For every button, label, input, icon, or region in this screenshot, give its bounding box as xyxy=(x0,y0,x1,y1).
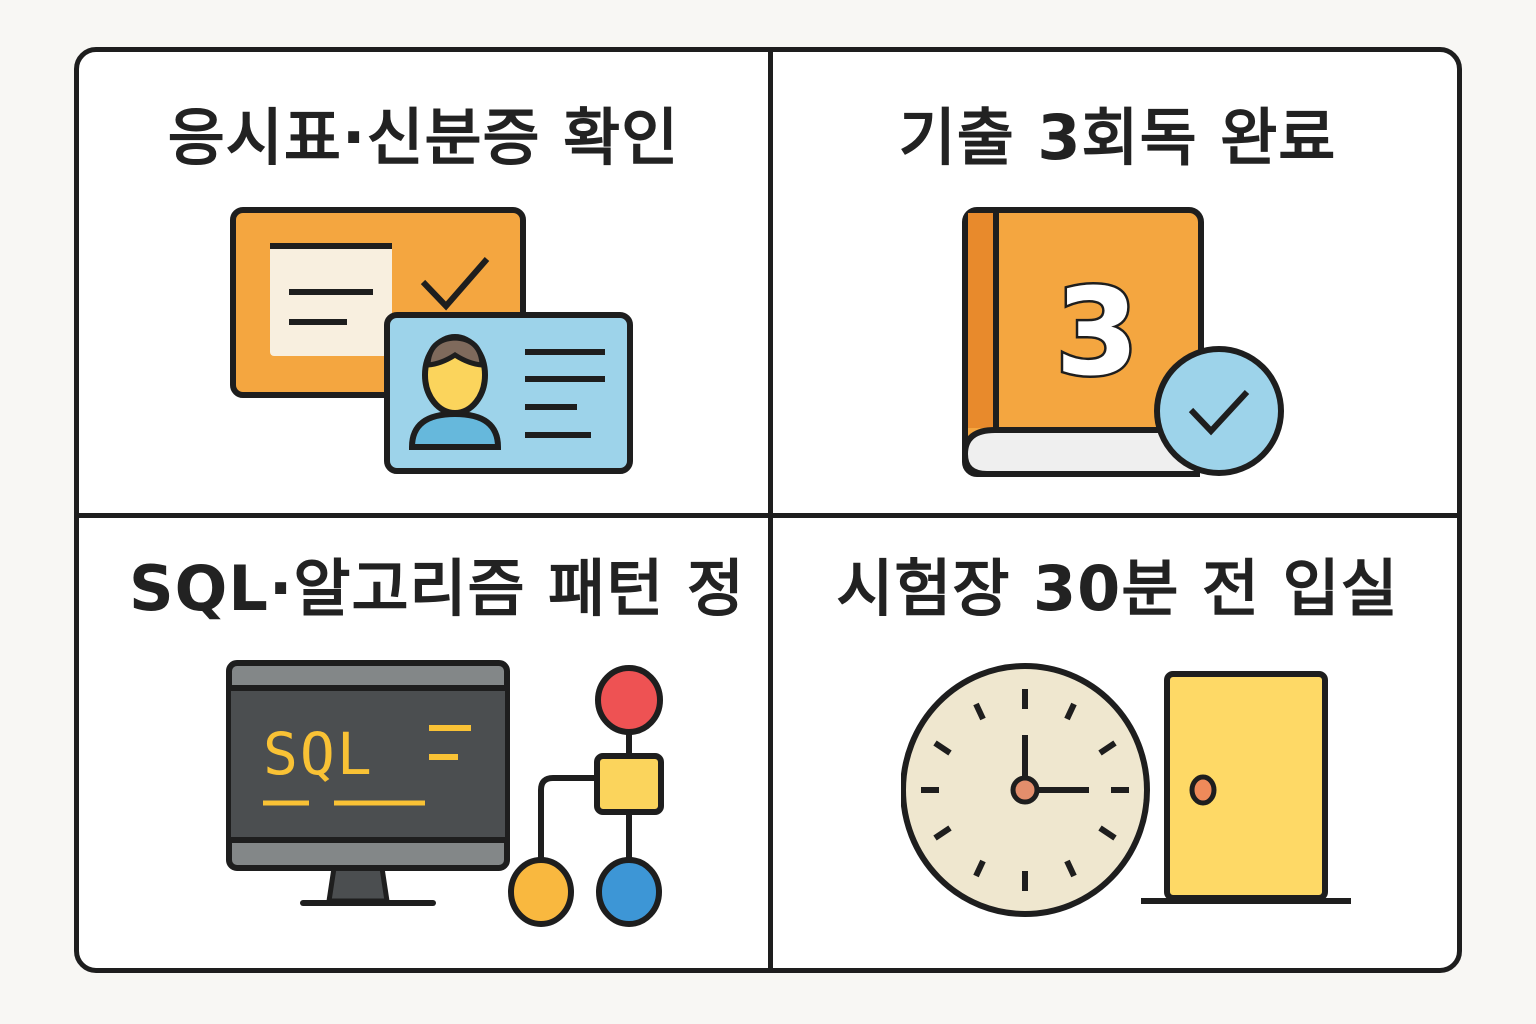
monitor-icon: SQL xyxy=(226,660,510,906)
panel-title: 시험장 30분 전 입실 xyxy=(836,552,1399,625)
person-avatar-icon xyxy=(408,334,502,450)
panel-past-exams: 기출 3회독 완료 3 xyxy=(773,52,1457,513)
panel-sql-algorithms: SQL·알고리즘 패턴 정 SQL xyxy=(79,518,768,968)
checklist-grid: 응시표·신분증 확인 xyxy=(74,47,1462,973)
horizontal-divider xyxy=(79,513,1457,518)
book-icon: 3 xyxy=(961,207,1204,477)
panel-title: 기출 3회독 완료 xyxy=(898,101,1337,174)
ticket-and-id-illustration xyxy=(230,207,633,474)
clock-door-illustration xyxy=(901,663,1351,917)
book-number: 3 xyxy=(1055,264,1139,403)
checkmark-icon xyxy=(420,257,490,311)
panel-title: SQL·알고리즘 패턴 정 xyxy=(129,552,745,625)
book-illustration: 3 xyxy=(961,207,1284,477)
door-icon xyxy=(1141,671,1351,904)
vertical-divider xyxy=(768,52,773,968)
monitor-sql-text: SQL xyxy=(263,720,374,788)
clock-icon xyxy=(901,663,1150,917)
panel-title: 응시표·신분증 확인 xyxy=(167,101,680,174)
flowchart-icon xyxy=(508,665,664,927)
sql-flowchart-illustration: SQL xyxy=(226,660,664,927)
panel-arrive-early: 시험장 30분 전 입실 xyxy=(773,518,1457,968)
check-badge-icon xyxy=(1154,346,1284,476)
panel-ticket-id-check: 응시표·신분증 확인 xyxy=(79,52,768,513)
